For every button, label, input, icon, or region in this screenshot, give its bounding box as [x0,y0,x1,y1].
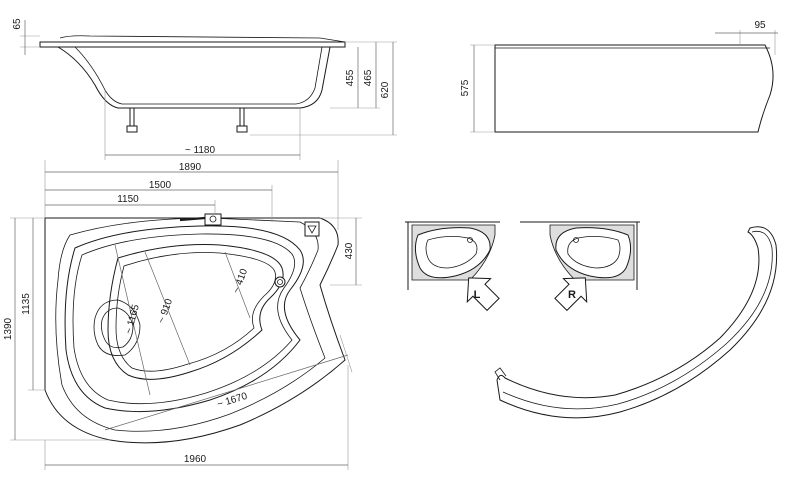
dimension-620: 620 [380,42,394,135]
dimension-label-1670: ~ 1670 [216,391,249,411]
top-plan-view: ~ 910 ~ 1165 ~ 410 ~ 1670 1890 1500 [3,160,362,470]
tub-rim [39,41,346,48]
panel-outline [494,44,774,133]
dimension-label-1390: 1390 [3,317,14,340]
orientation-right-view: R [520,221,640,312]
dimension-label-620: 620 [380,81,391,98]
dimension-label-465: 465 [363,69,374,86]
dimension-1960: 1960 [44,365,349,470]
dimension-label-1960: 1960 [184,454,207,465]
dimension-410: ~ 410 [224,251,251,319]
tub-headrest [93,299,141,356]
dimension-95: 95 [715,20,778,55]
orientation-label-left: L [474,289,481,301]
dimension-465: 465 [363,42,377,108]
dimension-1670: ~ 1670 [104,334,353,431]
orientation-left-view: L [405,221,500,312]
dimension-1165: ~ 1165 [114,244,151,396]
dimension-label-1135: 1135 [21,293,32,315]
dimension-label-65: 65 [12,18,23,30]
dimension-label-410: ~ 410 [231,267,250,295]
side-elevation-view: 65 455 465 620 ~ 1180 [12,18,397,160]
front-panel-view: 575 95 [460,20,778,133]
dimension-910: ~ 910 [144,251,191,366]
corner-fitting-icon [304,221,320,237]
dimension-1135: 1135 [21,218,45,391]
dimension-1180: ~ 1180 [104,90,301,160]
dimension-label-1165: ~ 1165 [123,303,142,335]
dimension-575: 575 [460,44,495,133]
dimension-65: 65 [12,18,40,55]
dimension-label-430: 430 [344,242,355,259]
dimension-label-95: 95 [754,20,766,31]
dimension-label-1500: 1500 [149,180,172,191]
tub-basin-floor [107,244,284,380]
tub-body-profile [57,46,331,109]
dimension-label-1180: ~ 1180 [185,145,216,156]
dimension-label-575: 575 [460,79,471,96]
arrow-left-orientation-icon: L [466,277,500,312]
dimension-label-455: 455 [345,69,356,86]
orientation-label-right: R [568,289,576,301]
dimension-1150: 1150 [45,194,216,214]
dimension-455: 455 [345,47,359,108]
curved-panel-outline [496,226,778,419]
tub-leg-right [236,108,248,133]
curved-panel-view [494,226,778,419]
tub-basin-outer [64,225,304,413]
dimension-1890: 1890 [44,160,339,230]
dimension-1390: 1390 [3,217,110,441]
dimension-label-1150: 1150 [117,194,139,205]
tub-leg-left [126,108,138,133]
dimension-430: 430 [320,217,362,286]
dimension-label-1890: 1890 [179,162,202,173]
drain-icon [274,276,286,288]
faucet-icon [204,213,222,226]
arrow-right-orientation-icon: R [554,277,588,312]
dimension-1500: 1500 [45,180,273,222]
